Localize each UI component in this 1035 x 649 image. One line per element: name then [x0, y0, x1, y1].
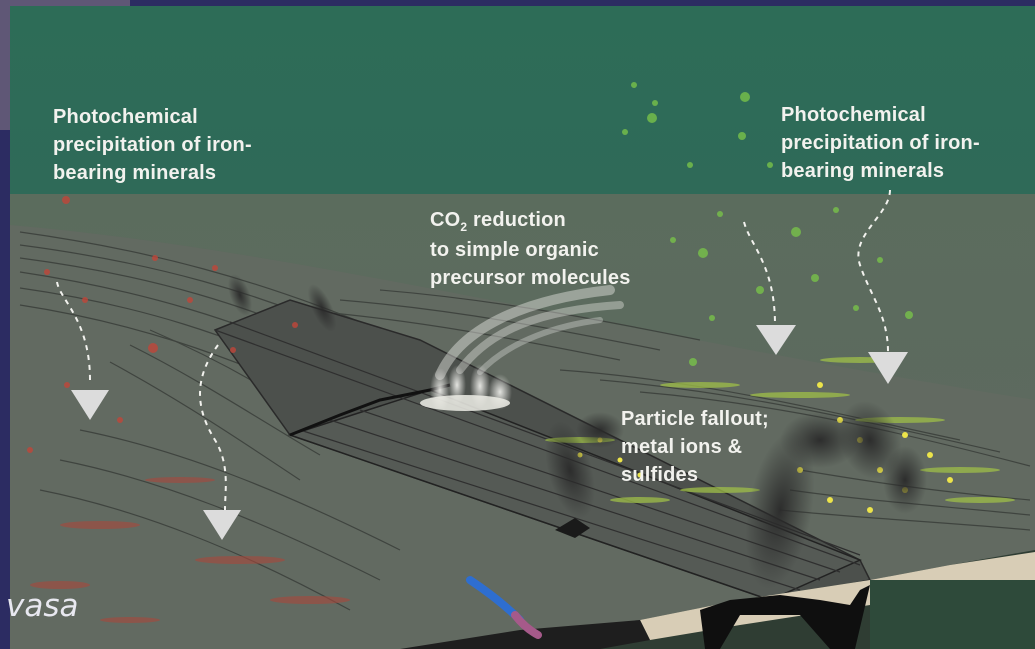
label-line: Photochemical [53, 106, 198, 128]
label-photochemical-right: Photochemical precipitation of iron- bea… [781, 101, 980, 185]
arrow-down-icon [868, 352, 908, 384]
label-line: to simple organic [430, 239, 599, 261]
seafloor-texture [870, 580, 1035, 649]
co2-subscript: 2 [460, 220, 468, 234]
vent-conduit [700, 585, 870, 649]
white-smoker-steam [420, 285, 624, 412]
label-particle-fallout: Particle fallout; metal ions & sulfides [621, 405, 769, 489]
arrow-down-icon [71, 390, 109, 420]
label-line: Photochemical [781, 104, 926, 126]
magma-pipe-tip [511, 611, 542, 639]
iron-particles [27, 196, 298, 453]
label-line: CO2 reduction [430, 206, 631, 236]
black-smoker-plumes [227, 274, 927, 589]
iron-streaks [30, 477, 350, 623]
green-particles [622, 82, 913, 366]
label-line: Particle fallout; [621, 408, 769, 430]
sediment-layer [640, 552, 1035, 640]
dark-crust [400, 620, 650, 649]
co2-rest: reduction [467, 209, 566, 231]
precipitation-paths [56, 189, 891, 511]
label-co2-reduction: CO2 reduction to simple organic precurso… [430, 206, 631, 292]
co2-formula: CO [430, 209, 461, 231]
label-photochemical-left: Photochemical precipitation of iron- bea… [53, 103, 252, 187]
watermark-text: vasa [6, 588, 79, 624]
label-line: precipitation of iron- [781, 132, 980, 154]
label-line: precursor molecules [430, 267, 631, 289]
arrow-down-icon [203, 510, 241, 540]
label-line: bearing minerals [53, 162, 217, 184]
precipitation-arrows [71, 325, 908, 540]
label-line: precipitation of iron- [53, 134, 252, 156]
vent-chimney [555, 518, 590, 538]
label-line: bearing minerals [781, 160, 945, 182]
upper-water [10, 6, 1035, 196]
label-line: metal ions & [621, 436, 743, 458]
arrow-down-icon [756, 325, 796, 355]
label-line: sulfides [621, 464, 699, 486]
